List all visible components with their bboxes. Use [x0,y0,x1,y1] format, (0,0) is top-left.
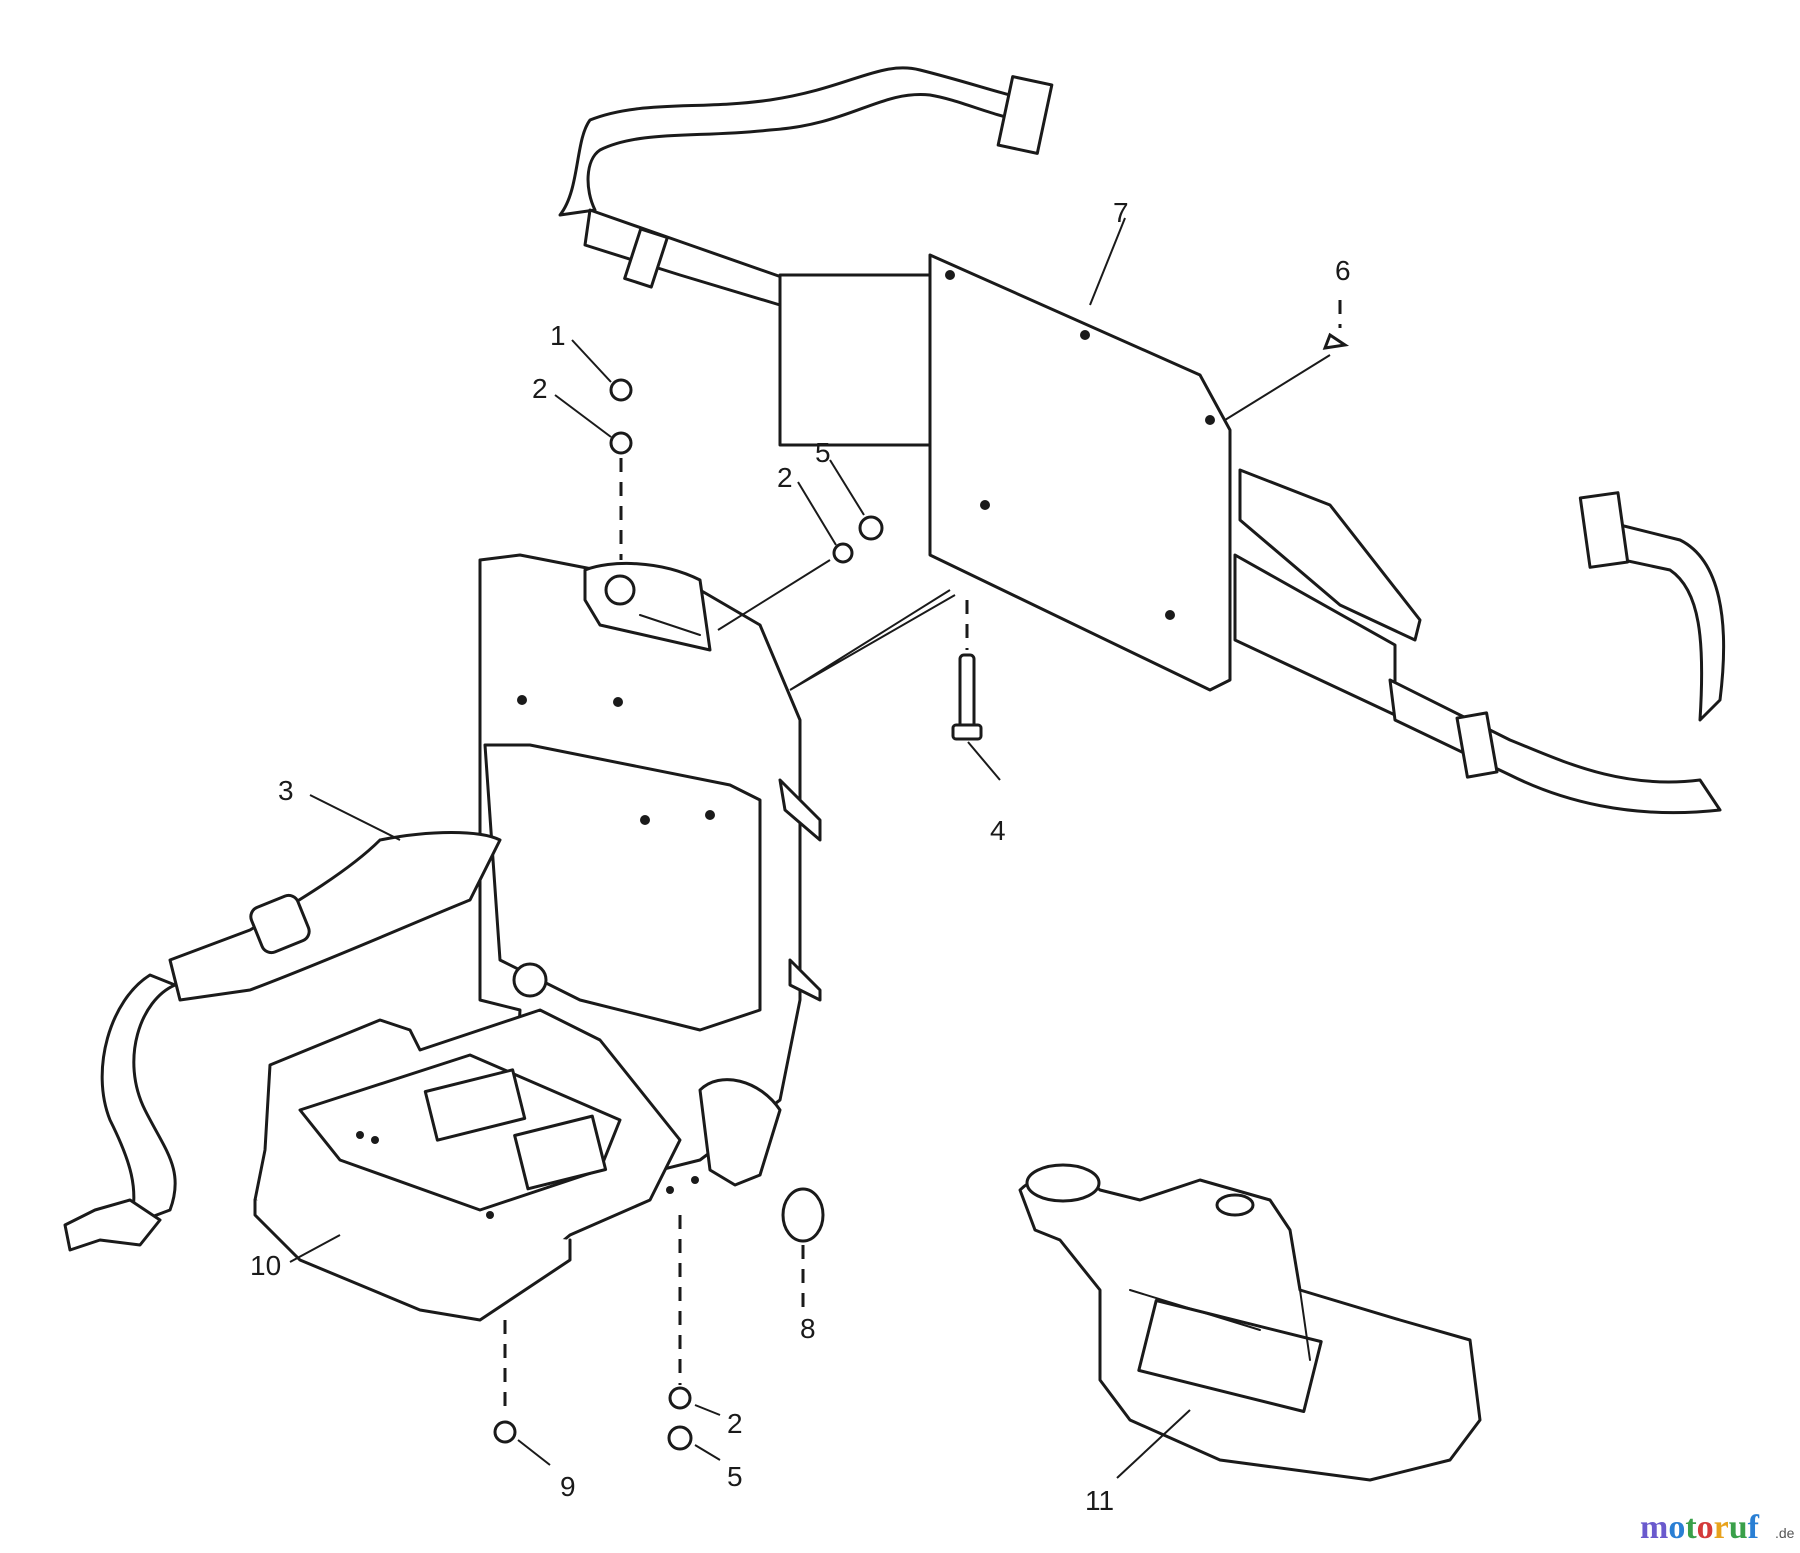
callout-2-mid: 2 [777,462,793,493]
nut-5-low [667,1425,693,1451]
nut-5-mid [858,515,884,541]
wm-letter: o [1697,1509,1714,1546]
callout-8: 8 [800,1313,816,1344]
callout-6: 6 [1335,255,1351,286]
watermark-logo: motoruf .de [1640,1509,1795,1546]
waist-belt [558,66,1726,815]
washer-2-low [668,1386,692,1410]
wm-letter: m [1640,1509,1668,1546]
grommet-8 [781,1187,825,1243]
hardware [493,332,1350,1451]
callout-4: 4 [990,815,1006,846]
washer-2-mid [832,542,854,564]
watermark-suffix: .de [1775,1525,1795,1541]
fuel-tank [1018,1163,1482,1482]
callout-2-top: 2 [532,373,548,404]
callout-11: 11 [1085,1485,1114,1516]
callout-5-low: 5 [727,1461,743,1492]
wm-letter: f [1748,1509,1760,1546]
wm-letter: t [1685,1509,1697,1546]
callout-10: 10 [250,1250,281,1281]
callout-9: 9 [560,1471,576,1502]
shoulder-strap [63,831,502,1252]
wm-letter: u [1729,1509,1748,1546]
screw-9 [493,1420,517,1444]
wm-letter: r [1714,1509,1729,1546]
callout-7: 7 [1113,197,1129,228]
washer-2-top [609,431,633,455]
callout-1: 1 [550,320,566,351]
leader-lines [289,217,1331,1479]
callout-5-mid: 5 [815,437,831,468]
callout-3: 3 [278,775,294,806]
callouts: 1 2 2 2 3 4 5 5 6 7 8 9 10 11 [250,197,1351,1516]
rivet-6 [1322,332,1350,350]
wm-letter: o [1668,1509,1685,1546]
base-plate [253,1008,699,1322]
assembly-lines [503,300,1342,1415]
screw-4 [958,653,976,732]
callout-2-low: 2 [727,1408,743,1439]
watermark-wordmark: motoruf [1640,1509,1760,1546]
nut-1 [609,378,633,402]
